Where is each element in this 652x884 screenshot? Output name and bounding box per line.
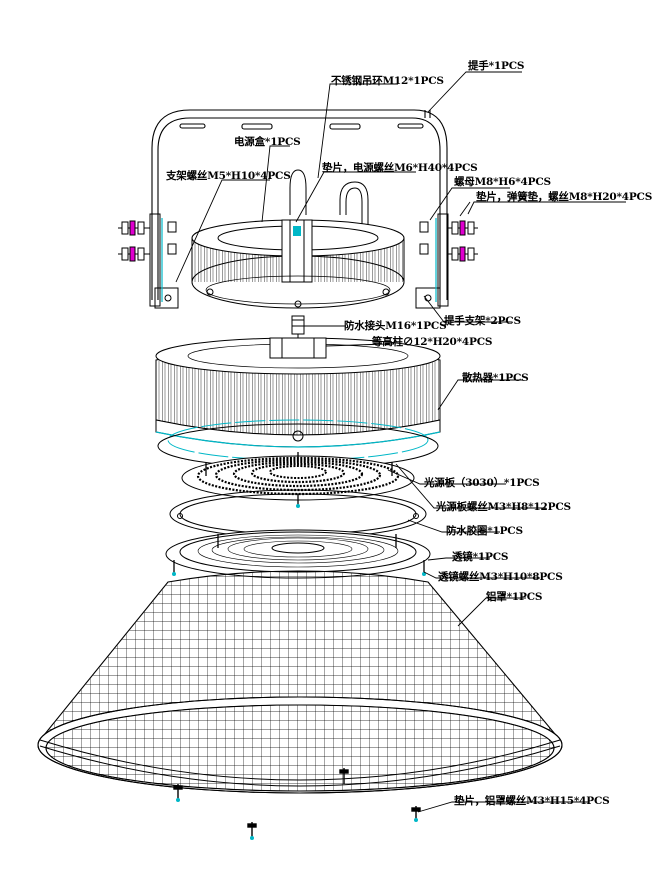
label-handle-bracket: 提手支架*2PCS [444, 315, 521, 327]
hook [289, 169, 369, 230]
power-box [191, 219, 405, 309]
label-light-board: 光源板（3030）*1PCS [424, 477, 540, 489]
label-nut: 螺母M8*H6*4PCS [454, 176, 551, 188]
label-power-box: 电源盒*1PCS [234, 136, 301, 148]
label-standoff: 等高柱∅12*H20*4PCS [372, 336, 493, 348]
reflector [37, 570, 563, 794]
label-reflector: 铝罩*1PCS [486, 591, 543, 603]
label-waterproof-joint: 防水接头M16*1PCS [344, 320, 447, 332]
label-hook: 不锈钢吊环M12*1PCS [331, 75, 444, 87]
label-waterproof-ring: 防水胶圈*1PCS [446, 525, 523, 537]
heatsink [155, 337, 441, 469]
label-handle: 提手*1PCS [468, 60, 525, 72]
leader-lines [175, 71, 626, 813]
label-bracket-screw: 支架螺丝M5*H10*4PCS [166, 170, 291, 182]
side-bolts-left [118, 220, 150, 262]
handle [151, 109, 448, 300]
label-gasket-spring-screw: 垫片，弹簧垫，螺丝M8*H20*4PCS [476, 191, 652, 203]
label-lens-screw: 透镜螺丝M3*H10*8PCS [438, 571, 563, 583]
label-light-board-screw: 光源板螺丝M3*H8*12PCS [436, 501, 571, 513]
label-lens: 透镜*1PCS [452, 551, 509, 563]
handle-bracket-left [149, 213, 179, 309]
label-gasket-power-screw: 垫片，电源螺丝M6*H40*4PCS [322, 162, 478, 174]
reflector-screws [173, 768, 421, 840]
handle-bracket-right [415, 213, 449, 309]
side-bolts-right [448, 220, 478, 262]
label-reflector-screw: 垫片，铝罩螺丝M3*H15*4PCS [454, 795, 610, 807]
label-heatsink: 散热器*1PCS [462, 372, 529, 384]
